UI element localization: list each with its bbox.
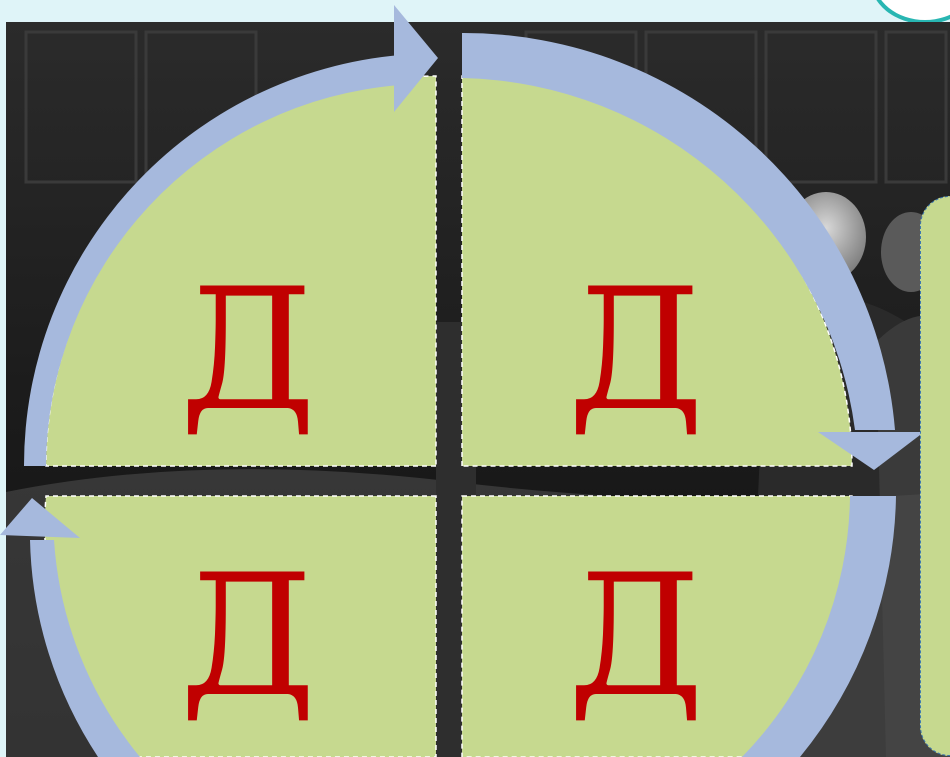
quadrant-top-right bbox=[462, 76, 852, 466]
quadrant-top-left bbox=[46, 76, 436, 466]
side-panel bbox=[920, 196, 950, 756]
